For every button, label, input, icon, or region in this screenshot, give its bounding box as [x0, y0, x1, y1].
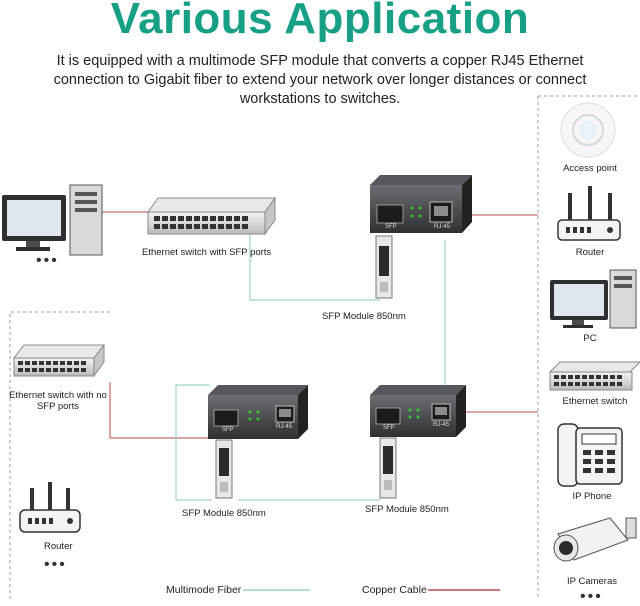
port-label-sfp-mid-right: SFP — [383, 425, 395, 431]
ethernet-switch-no-sfp-icon — [12, 343, 106, 378]
right-dashed-box — [537, 95, 640, 600]
media-converter-mid-left-icon — [208, 385, 308, 439]
ellipsis-left-pc: ••• — [36, 252, 59, 269]
media-converter-top-icon — [370, 175, 472, 233]
access-point-icon — [560, 102, 616, 158]
port-label-sfp-top: SFP — [385, 224, 397, 230]
label-sfp-mid-left: SFP Module 850nm — [182, 508, 266, 519]
fiber-cables — [175, 234, 446, 501]
label-pc: PC — [583, 333, 597, 344]
page-title: Various Application — [110, 0, 530, 43]
ip-phone-icon — [557, 423, 623, 487]
sfp-module-mid-right-icon — [379, 437, 397, 499]
label-access-point: Access point — [563, 163, 617, 174]
label-ethernet-switch-right: Ethernet switch — [562, 396, 628, 407]
router-right-icon — [557, 186, 621, 241]
desktop-pc-icon — [2, 184, 103, 256]
port-label-sfp-mid-left: SFP — [222, 427, 234, 433]
pc-right-icon — [550, 269, 637, 329]
legend-fiber-label: Multimode Fiber — [166, 584, 242, 596]
label-ip-phone: IP Phone — [572, 491, 612, 502]
ip-camera-icon — [553, 517, 637, 562]
label-switch-no-sfp: Ethernet switch with no SFP ports — [9, 390, 107, 412]
sfp-module-top-icon — [375, 235, 393, 299]
sfp-module-mid-left-icon — [215, 439, 233, 499]
label-sfp-top: SFP Module 850nm — [322, 311, 406, 322]
port-label-rj45-mid-left: RJ-45 — [276, 424, 293, 430]
legend-copper-label: Copper Cable — [362, 584, 427, 596]
label-router-left: Router — [44, 541, 73, 552]
ellipsis-left-router: ••• — [44, 556, 67, 573]
ethernet-switch-right-icon — [548, 361, 640, 391]
ethernet-switch-sfp-icon — [147, 196, 276, 236]
router-left-icon — [19, 482, 81, 533]
label-ip-cameras: IP Cameras — [567, 576, 617, 587]
port-label-rj45-top: RJ-45 — [434, 224, 451, 230]
label-switch-sfp: Ethernet switch with SFP ports — [142, 247, 272, 258]
label-sfp-mid-right: SFP Module 850nm — [365, 504, 449, 515]
media-converter-mid-right-icon — [370, 385, 466, 437]
description-text: It is equipped with a multimode SFP modu… — [53, 53, 587, 107]
port-label-rj45-mid-right: RJ-45 — [433, 422, 450, 428]
label-router-right: Router — [575, 247, 605, 258]
ellipsis-right: ••• — [580, 588, 603, 605]
copper-cables — [100, 211, 538, 439]
